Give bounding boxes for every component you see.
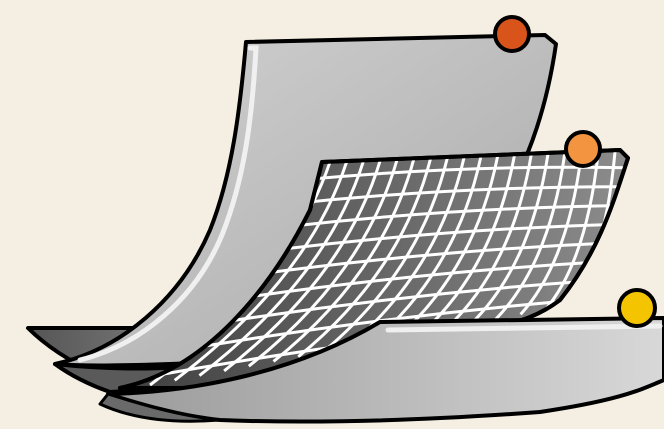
pin-bottom-icon (619, 290, 655, 326)
pin-top-icon (495, 17, 529, 51)
pin-middle-icon (566, 132, 600, 166)
